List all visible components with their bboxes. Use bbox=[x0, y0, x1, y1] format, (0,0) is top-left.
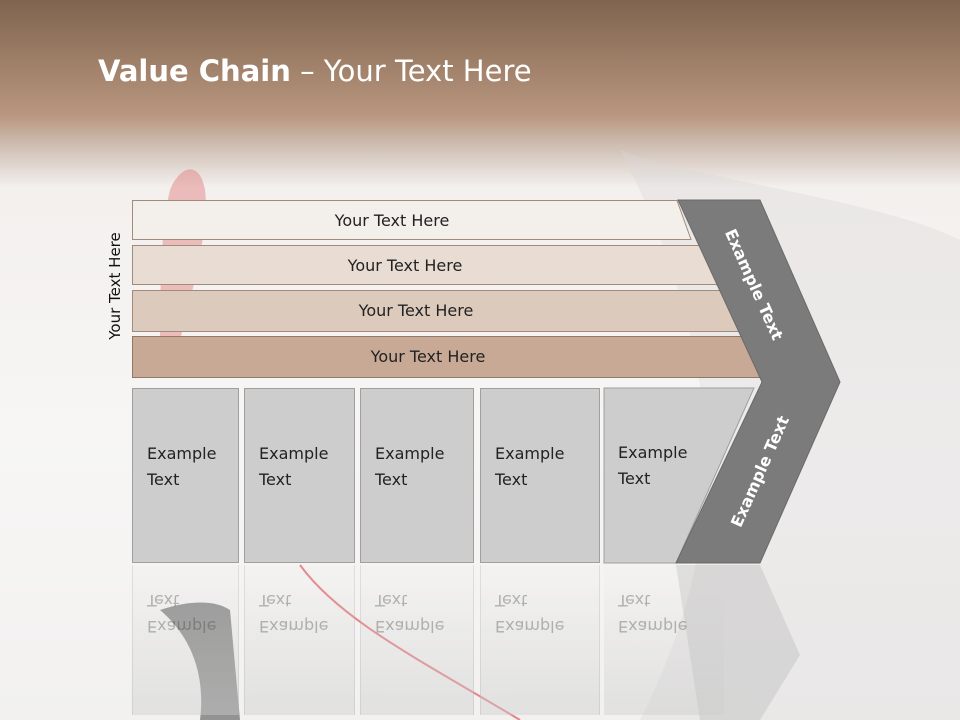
example-box-3: Example Text bbox=[360, 388, 474, 563]
band-1: Your Text Here bbox=[132, 200, 692, 240]
reflection-box-2: Example Text bbox=[244, 565, 355, 715]
reflection-box-3-line1: Example bbox=[375, 617, 445, 636]
reflection: Example Text Example Text Example Text E… bbox=[0, 565, 960, 720]
reflection-box-2-line1: Example bbox=[259, 617, 329, 636]
band-1-label: Your Text Here bbox=[334, 210, 450, 230]
band-1-shape bbox=[132, 200, 692, 240]
reflection-box-3-line2: Text bbox=[375, 591, 408, 610]
box-3-line1: Example bbox=[375, 444, 445, 463]
reflection-box-1: Example Text bbox=[132, 565, 239, 715]
band-2-label: Your Text Here bbox=[347, 255, 463, 275]
box-1-line1: Example bbox=[147, 444, 217, 463]
box-5-line2: Text bbox=[618, 469, 651, 488]
reflection-box-5: Example Text bbox=[604, 565, 724, 715]
reflection-box-4-line2: Text bbox=[495, 591, 528, 610]
reflection-box-4: Example Text bbox=[480, 565, 600, 715]
box-2-line2: Text bbox=[259, 470, 292, 489]
example-box-5: Example Text bbox=[604, 388, 724, 563]
reflection-box-4-line1: Example bbox=[495, 617, 565, 636]
box-4-line1: Example bbox=[495, 444, 565, 463]
box-1-line2: Text bbox=[147, 470, 180, 489]
example-box-2: Example Text bbox=[244, 388, 355, 563]
box-4-line2: Text bbox=[495, 470, 528, 489]
slide-title: Value Chain – Your Text Here bbox=[98, 54, 532, 88]
reflection-box-3: Example Text bbox=[360, 565, 474, 715]
box-2-line1: Example bbox=[259, 444, 329, 463]
reflection-box-1-line1: Example bbox=[147, 617, 217, 636]
box-3-line2: Text bbox=[375, 470, 408, 489]
title-bold: Value Chain bbox=[98, 54, 291, 88]
band-3-label: Your Text Here bbox=[358, 300, 474, 320]
title-rest: – Your Text Here bbox=[290, 54, 532, 88]
band-4-label: Your Text Here bbox=[370, 346, 486, 366]
reflection-box-5-line2: Text bbox=[618, 591, 651, 610]
reflection-box-2-line2: Text bbox=[259, 591, 292, 610]
reflection-box-5-line1: Example bbox=[618, 617, 688, 636]
box-5-line1: Example bbox=[618, 443, 688, 462]
example-box-1: Example Text bbox=[132, 388, 239, 563]
reflection-box-1-line2: Text bbox=[147, 591, 180, 610]
example-box-4: Example Text bbox=[480, 388, 600, 563]
